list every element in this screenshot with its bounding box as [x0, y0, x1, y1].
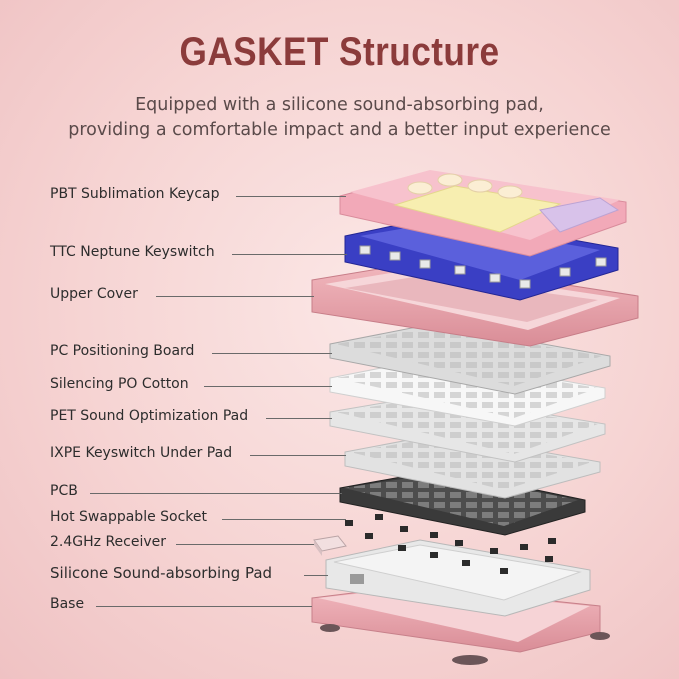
hot-swap-sockets: [345, 514, 556, 574]
pcb-layer: [339, 469, 586, 536]
label-keycap: PBT Sublimation Keycap: [50, 186, 220, 202]
leader-silicone-pad: [304, 575, 328, 576]
leader-po-cotton: [204, 386, 332, 387]
upper-cover-layer: [311, 261, 639, 347]
receiver-dongle: [313, 535, 347, 556]
label-base: Base: [50, 596, 85, 612]
leader-pc-board: [212, 353, 332, 354]
leader-pcb: [90, 493, 342, 494]
subtitle-line-2: providing a comfortable impact and a bet…: [68, 120, 611, 140]
label-pc-board: PC Positioning Board: [50, 343, 195, 359]
leader-keyswitch: [232, 254, 347, 255]
label-po-cotton: Silencing PO Cotton: [50, 376, 189, 392]
label-silicone-pad: Silicone Sound-absorbing Pad: [50, 564, 273, 582]
leader-pet-pad: [266, 418, 332, 419]
label-upper-cover: Upper Cover: [50, 286, 138, 302]
leader-keycap: [236, 196, 346, 197]
leader-receiver: [176, 544, 314, 545]
label-pet-pad: PET Sound Optimization Pad: [50, 408, 249, 424]
label-pcb: PCB: [50, 483, 78, 499]
label-hot-swap-socket: Hot Swappable Socket: [50, 509, 208, 525]
silicone-pad-layer: [325, 539, 591, 617]
page-title: GASKET Structure: [179, 30, 500, 74]
leader-base: [96, 606, 312, 607]
leader-hot-swap-socket: [222, 519, 346, 520]
label-keyswitch: TTC Neptune Keyswitch: [50, 244, 215, 260]
leader-upper-cover: [156, 296, 314, 297]
label-ixpe-pad: IXPE Keyswitch Under Pad: [50, 445, 233, 461]
subtitle-line-1: Equipped with a silicone sound-absorbing…: [135, 95, 544, 115]
leader-ixpe-pad: [250, 455, 346, 456]
label-receiver: 2.4GHz Receiver: [50, 534, 167, 550]
keycap-set: [339, 170, 627, 257]
